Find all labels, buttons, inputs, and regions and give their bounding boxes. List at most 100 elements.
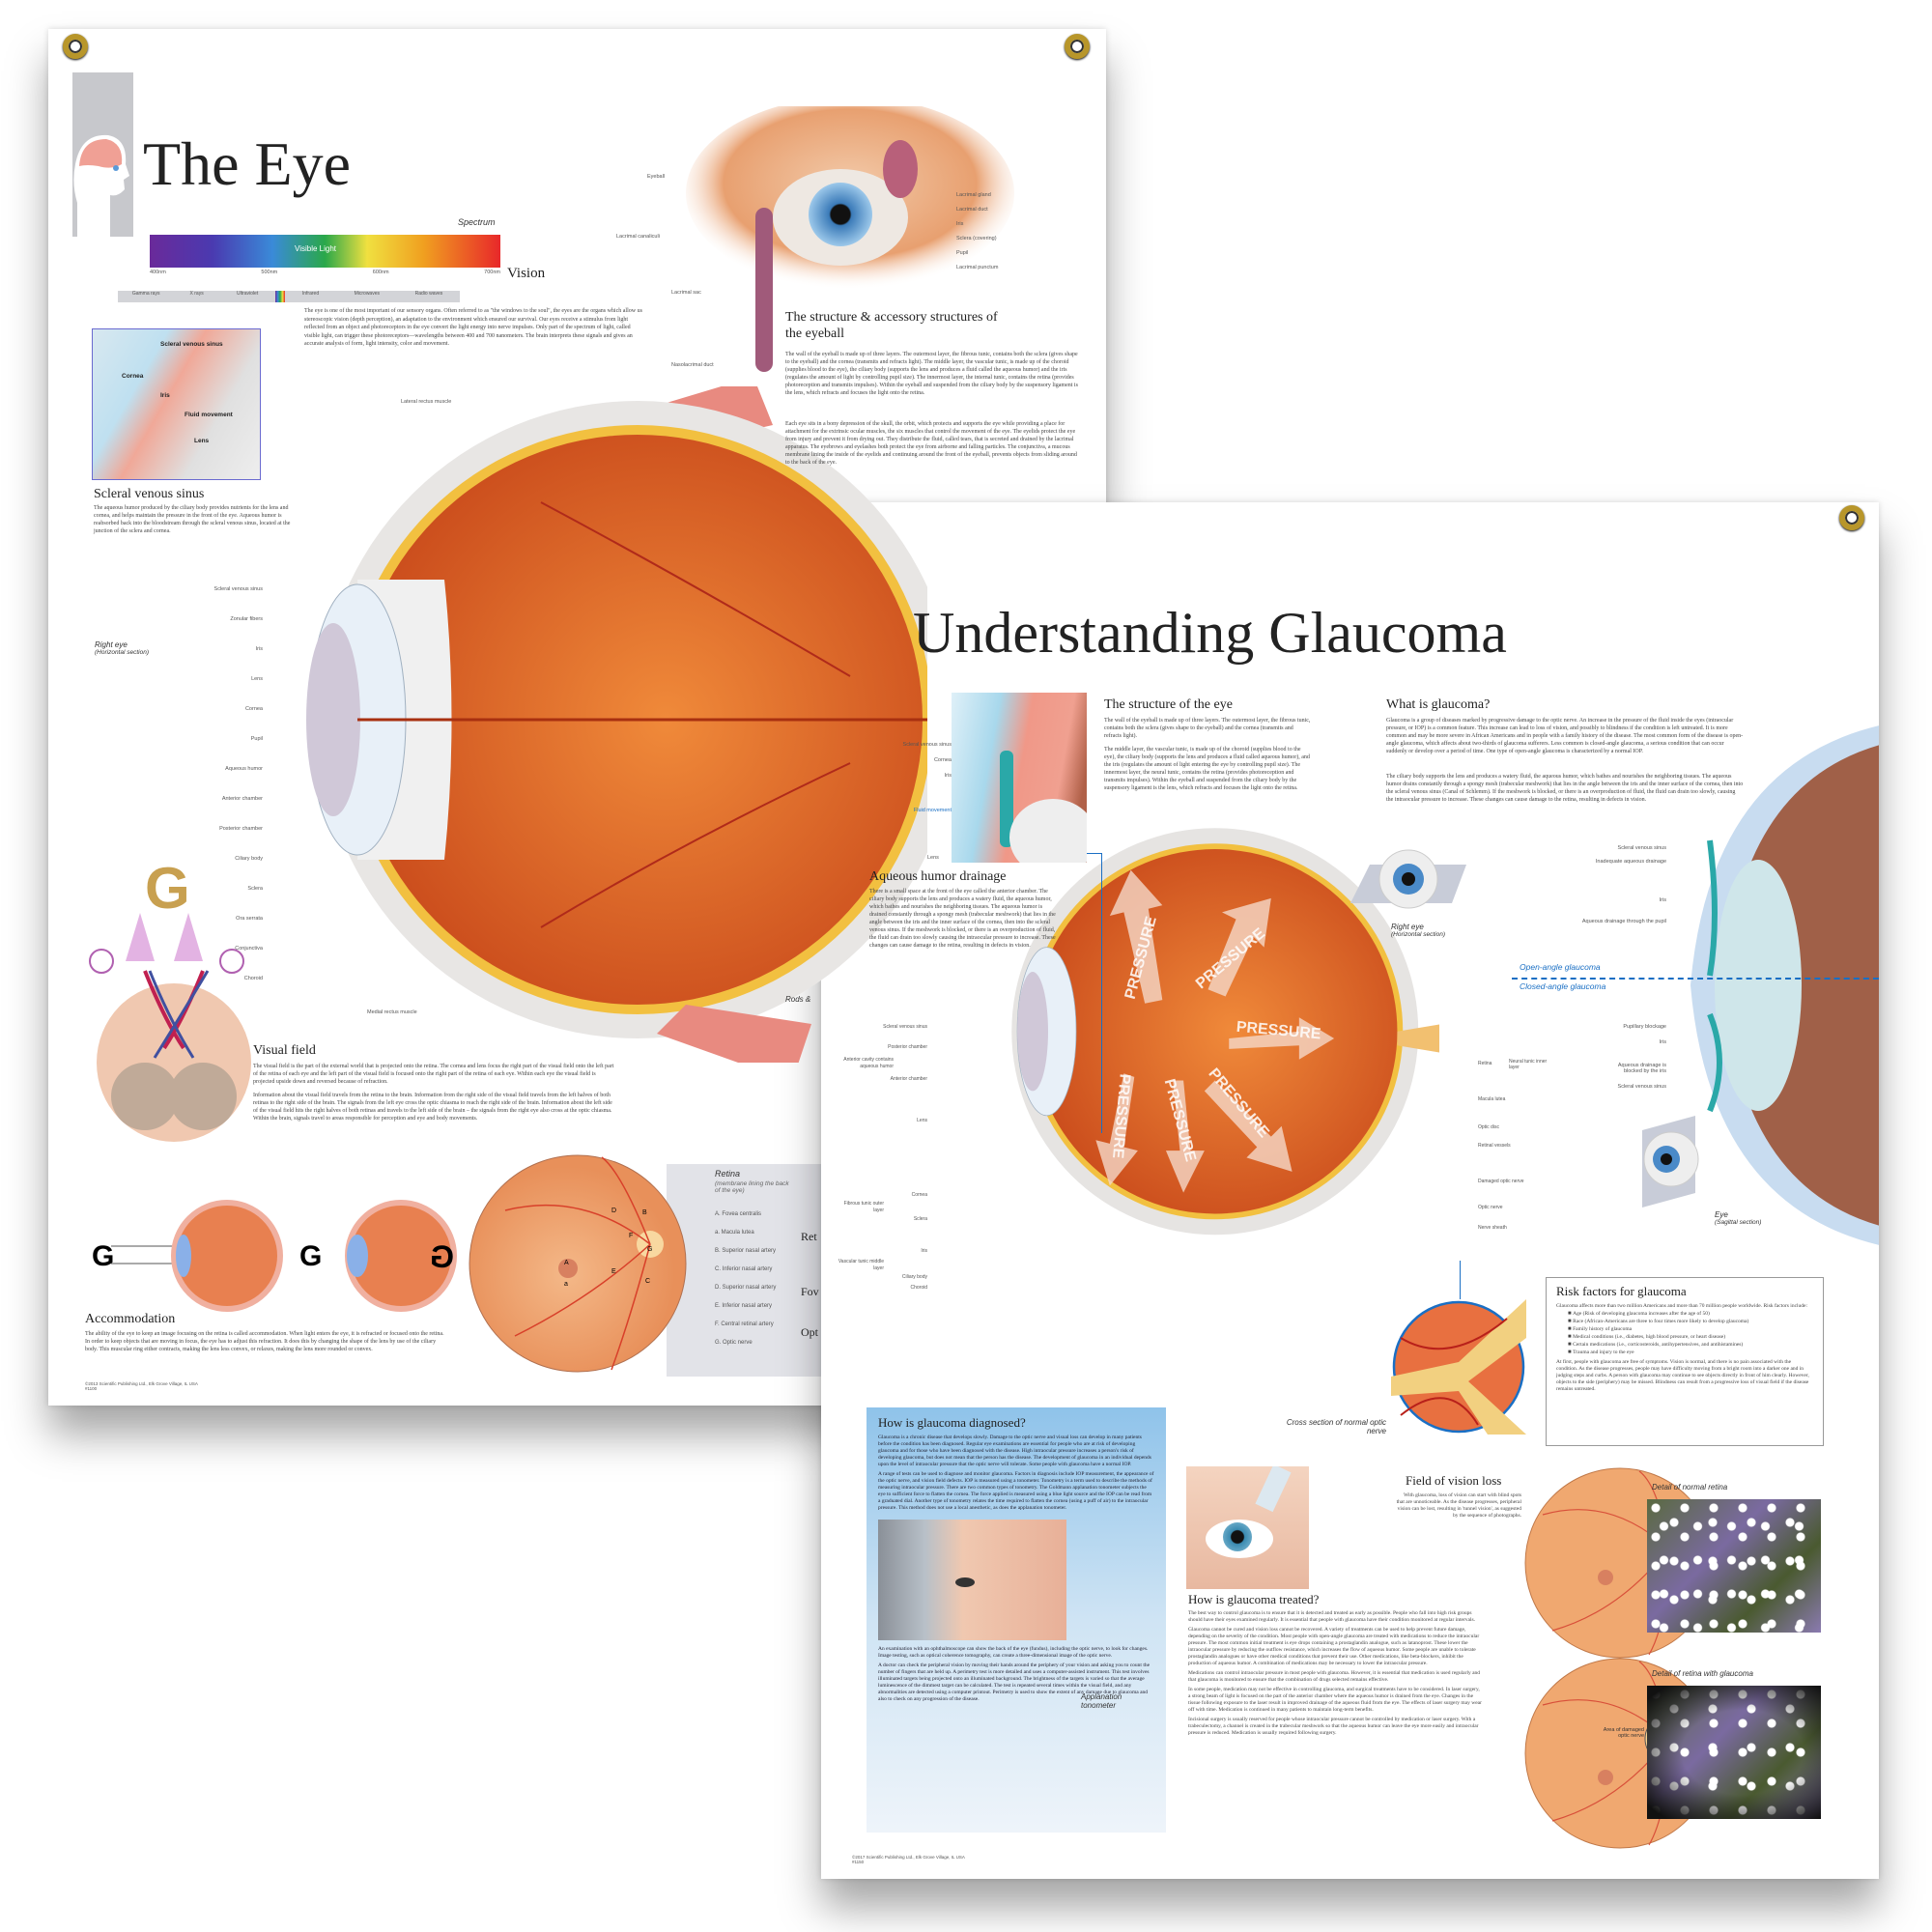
diagnosed-heading: How is glaucoma diagnosed? [878, 1415, 1026, 1430]
copyright: ©2013 Scientific Publishing Ltd., Elk Gr… [85, 1381, 198, 1391]
eyeball-horizontal-section [306, 386, 927, 1063]
clipped-heading-retina: Ret [801, 1230, 817, 1243]
label: Anterior cavity contains aqueous humor [843, 1057, 894, 1069]
label-lateral-rectus: Lateral rectus muscle [401, 399, 452, 405]
sagittal-title: Eye [1715, 1210, 1728, 1219]
risk-list: Age (Risk of developing glaucoma increas… [1556, 1310, 1813, 1356]
tonometer-photo [878, 1520, 1066, 1640]
label: Scleral venous sinus [902, 742, 952, 748]
risk-item: Medical conditions (i.e., diabetes, high… [1568, 1333, 1813, 1341]
right-eye-title: Right eye [95, 640, 128, 649]
tick: 700nm [484, 270, 500, 275]
label: Sclera [247, 886, 263, 892]
diagnosed-text-4: A doctor can check the peripheral vision… [878, 1662, 1151, 1702]
label-eyeball: Eyeball [647, 174, 666, 180]
copyright-text: ©2017 Scientific Publishing Ltd., Elk Gr… [852, 1855, 965, 1860]
em-spectrum-band: Gamma rays X rays Ultraviolet Infrared M… [118, 291, 460, 302]
fluid-channel [1000, 751, 1013, 847]
normal-vision-photo [1647, 1499, 1821, 1633]
open-closed-divider [1512, 978, 1879, 980]
closed-angle-label: Closed-angle glaucoma [1520, 981, 1606, 991]
svg-text:C: C [645, 1278, 650, 1285]
risk-outro: At first, people with glaucoma are free … [1556, 1359, 1809, 1392]
inset-label: Lens [194, 438, 210, 444]
copyright: ©2017 Scientific Publishing Ltd., Elk Gr… [852, 1855, 965, 1864]
label-iris: Iris [956, 221, 964, 227]
legend-item: E. Inferior nasal artery [715, 1303, 773, 1309]
label-lacrimal-canaliculi: Lacrimal canaliculi [616, 234, 660, 240]
treated-text-2: Glaucoma cannot be cured and vision loss… [1188, 1627, 1480, 1666]
cross-section-label: Cross section of normal optic nerve [1286, 1418, 1386, 1435]
copyright-text: ©2013 Scientific Publishing Ltd., Elk Gr… [85, 1381, 198, 1386]
angle-cross-section-illustration [1690, 725, 1879, 1245]
tonometer-label: Applanation tonometer [1081, 1692, 1122, 1710]
svg-text:G: G [145, 856, 190, 921]
field-heading: Field of vision loss [1406, 1473, 1502, 1488]
label: Nerve sheath [1478, 1225, 1507, 1231]
tick: 600nm [372, 270, 389, 275]
label: Pupil [250, 736, 263, 742]
visual-field-text-2: Information about the visual field trave… [253, 1093, 612, 1122]
svg-text:a: a [564, 1281, 568, 1288]
field-text: With glaucoma, loss of vision can start … [1396, 1492, 1521, 1519]
right-eye-label: Right eye(Horizontal section) [1391, 923, 1445, 938]
band: Radio waves [414, 291, 443, 297]
eye-drop-illustration [1186, 1466, 1309, 1589]
risk-heading: Risk factors for glaucoma [1556, 1284, 1687, 1298]
spectrum-bar: Visible Light [150, 235, 500, 268]
diagnosed-panel: How is glaucoma diagnosed? Glaucoma is a… [867, 1407, 1166, 1833]
label: Conjunctiva [235, 946, 263, 952]
structure-text-2: The middle layer, the vascular tunic, is… [1104, 747, 1310, 791]
structure-labels: Scleral venous sinus Cornea Iris Fluid m… [865, 737, 952, 818]
what-text-1: Glaucoma is a group of diseases marked b… [1386, 718, 1744, 754]
side-labels-lower: Pupillary blockage Iris Aqueous drainage… [1497, 1024, 1666, 1090]
retina-subtitle: (membrane lining the back of the eye) [715, 1180, 789, 1194]
label: Iris [1659, 1039, 1666, 1045]
svg-text:G: G [92, 1240, 114, 1272]
risk-factors-box: Risk factors for glaucoma Glaucoma affec… [1546, 1277, 1824, 1446]
accommodation-text: The ability of the eye to keep an image … [85, 1331, 444, 1352]
label: Lens [917, 1118, 927, 1123]
scleral-text: The aqueous humor produced by the ciliar… [94, 505, 291, 534]
label: Cornea [244, 706, 263, 712]
label: Vascular tunic middle layer [838, 1259, 884, 1271]
eyeball-labels-left: Scleral venous sinus Posterior chamber A… [836, 1024, 927, 1292]
visible-light-label: Visible Light [295, 244, 336, 253]
diagnosed-text-3: An examination with an ophthalmoscope ca… [878, 1646, 1149, 1659]
label-nasolacrimal-duct: Nasolacrimal duct [671, 362, 714, 368]
svg-text:G: G [647, 1246, 652, 1253]
label: Optic nerve [1478, 1205, 1503, 1210]
spectrum-label: Spectrum [458, 217, 496, 227]
optic-nerve-connector [1460, 1261, 1461, 1299]
structure-text-1: The wall of the eyeball is made up of th… [785, 352, 1078, 396]
accommodation-diagrams: G G G [92, 1200, 457, 1312]
structure-text-2: Each eye sits in a bony depression of th… [785, 421, 1077, 466]
aqueous-heading: Aqueous humor drainage [869, 869, 1007, 884]
rods-label: Rods & [785, 995, 811, 1004]
label: Anterior chamber [221, 796, 263, 802]
svg-text:F: F [629, 1233, 633, 1239]
svg-text:D: D [611, 1208, 616, 1214]
label: Aqueous humor [225, 766, 263, 772]
label: Lens [251, 676, 263, 682]
inset-label: Fluid movement [185, 412, 233, 418]
normal-retina-label: Detail of normal retina [1652, 1483, 1728, 1492]
treated-text-5: Incisional surgery is usually reserved f… [1188, 1717, 1479, 1736]
label-medial-rectus: Medial rectus muscle [367, 1009, 417, 1015]
eye-shape [955, 1577, 975, 1587]
label: Scleral venous sinus [1617, 1084, 1666, 1090]
clipped-heading-fovea: Fov [801, 1285, 819, 1298]
treated-text-3: Medications can control intraocular pres… [1188, 1670, 1481, 1683]
risk-item: Family history of glaucoma [1568, 1325, 1813, 1333]
label: Scleral venous sinus [213, 586, 263, 592]
legend-item: D. Superior nasal artery [715, 1285, 777, 1291]
scleral-heading: Scleral venous sinus [94, 487, 205, 501]
right-eye-label: Right eye(Horizontal section) [95, 640, 149, 656]
what-text-2: The ciliary body supports the lens and p… [1386, 774, 1744, 803]
right-eye-sub: (Horizontal section) [1391, 931, 1445, 938]
label: Ciliary body [901, 1274, 927, 1280]
visible-band [275, 291, 286, 302]
label-lacrimal-sac: Lacrimal sac [671, 290, 701, 296]
